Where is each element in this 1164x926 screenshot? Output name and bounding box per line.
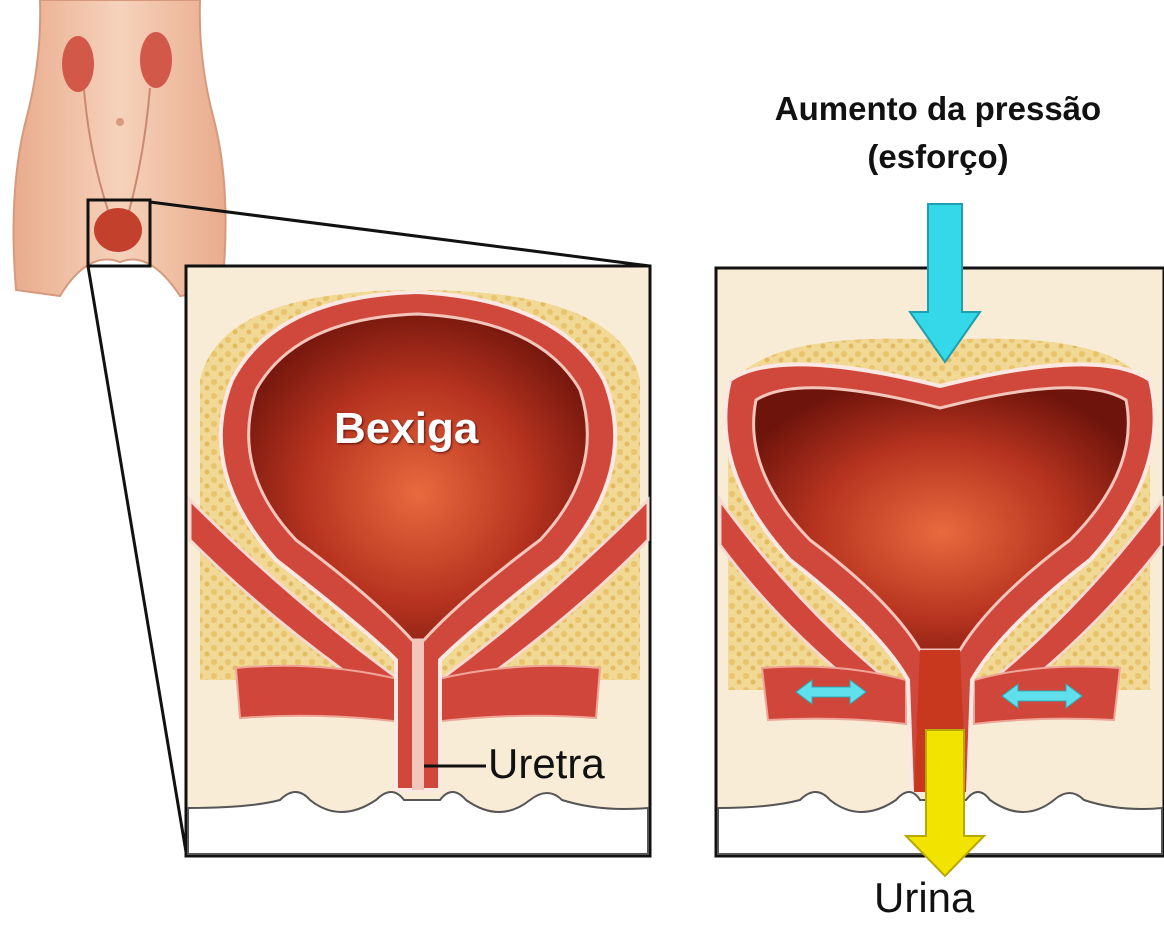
kidney-right: [140, 32, 172, 88]
torso-illustration: [14, 0, 226, 296]
urethra-label: Uretra: [488, 740, 605, 788]
pressure-subtitle: (esforço): [738, 134, 1138, 180]
urine-label: Urina: [874, 874, 974, 922]
urethra: [412, 640, 424, 790]
kidney-left: [62, 36, 94, 92]
bladder-label: Bexiga: [334, 404, 478, 454]
torso-bladder: [94, 208, 142, 252]
zoom-line-bottom: [88, 266, 186, 852]
pressure-title: Aumento da pressão: [738, 86, 1138, 132]
